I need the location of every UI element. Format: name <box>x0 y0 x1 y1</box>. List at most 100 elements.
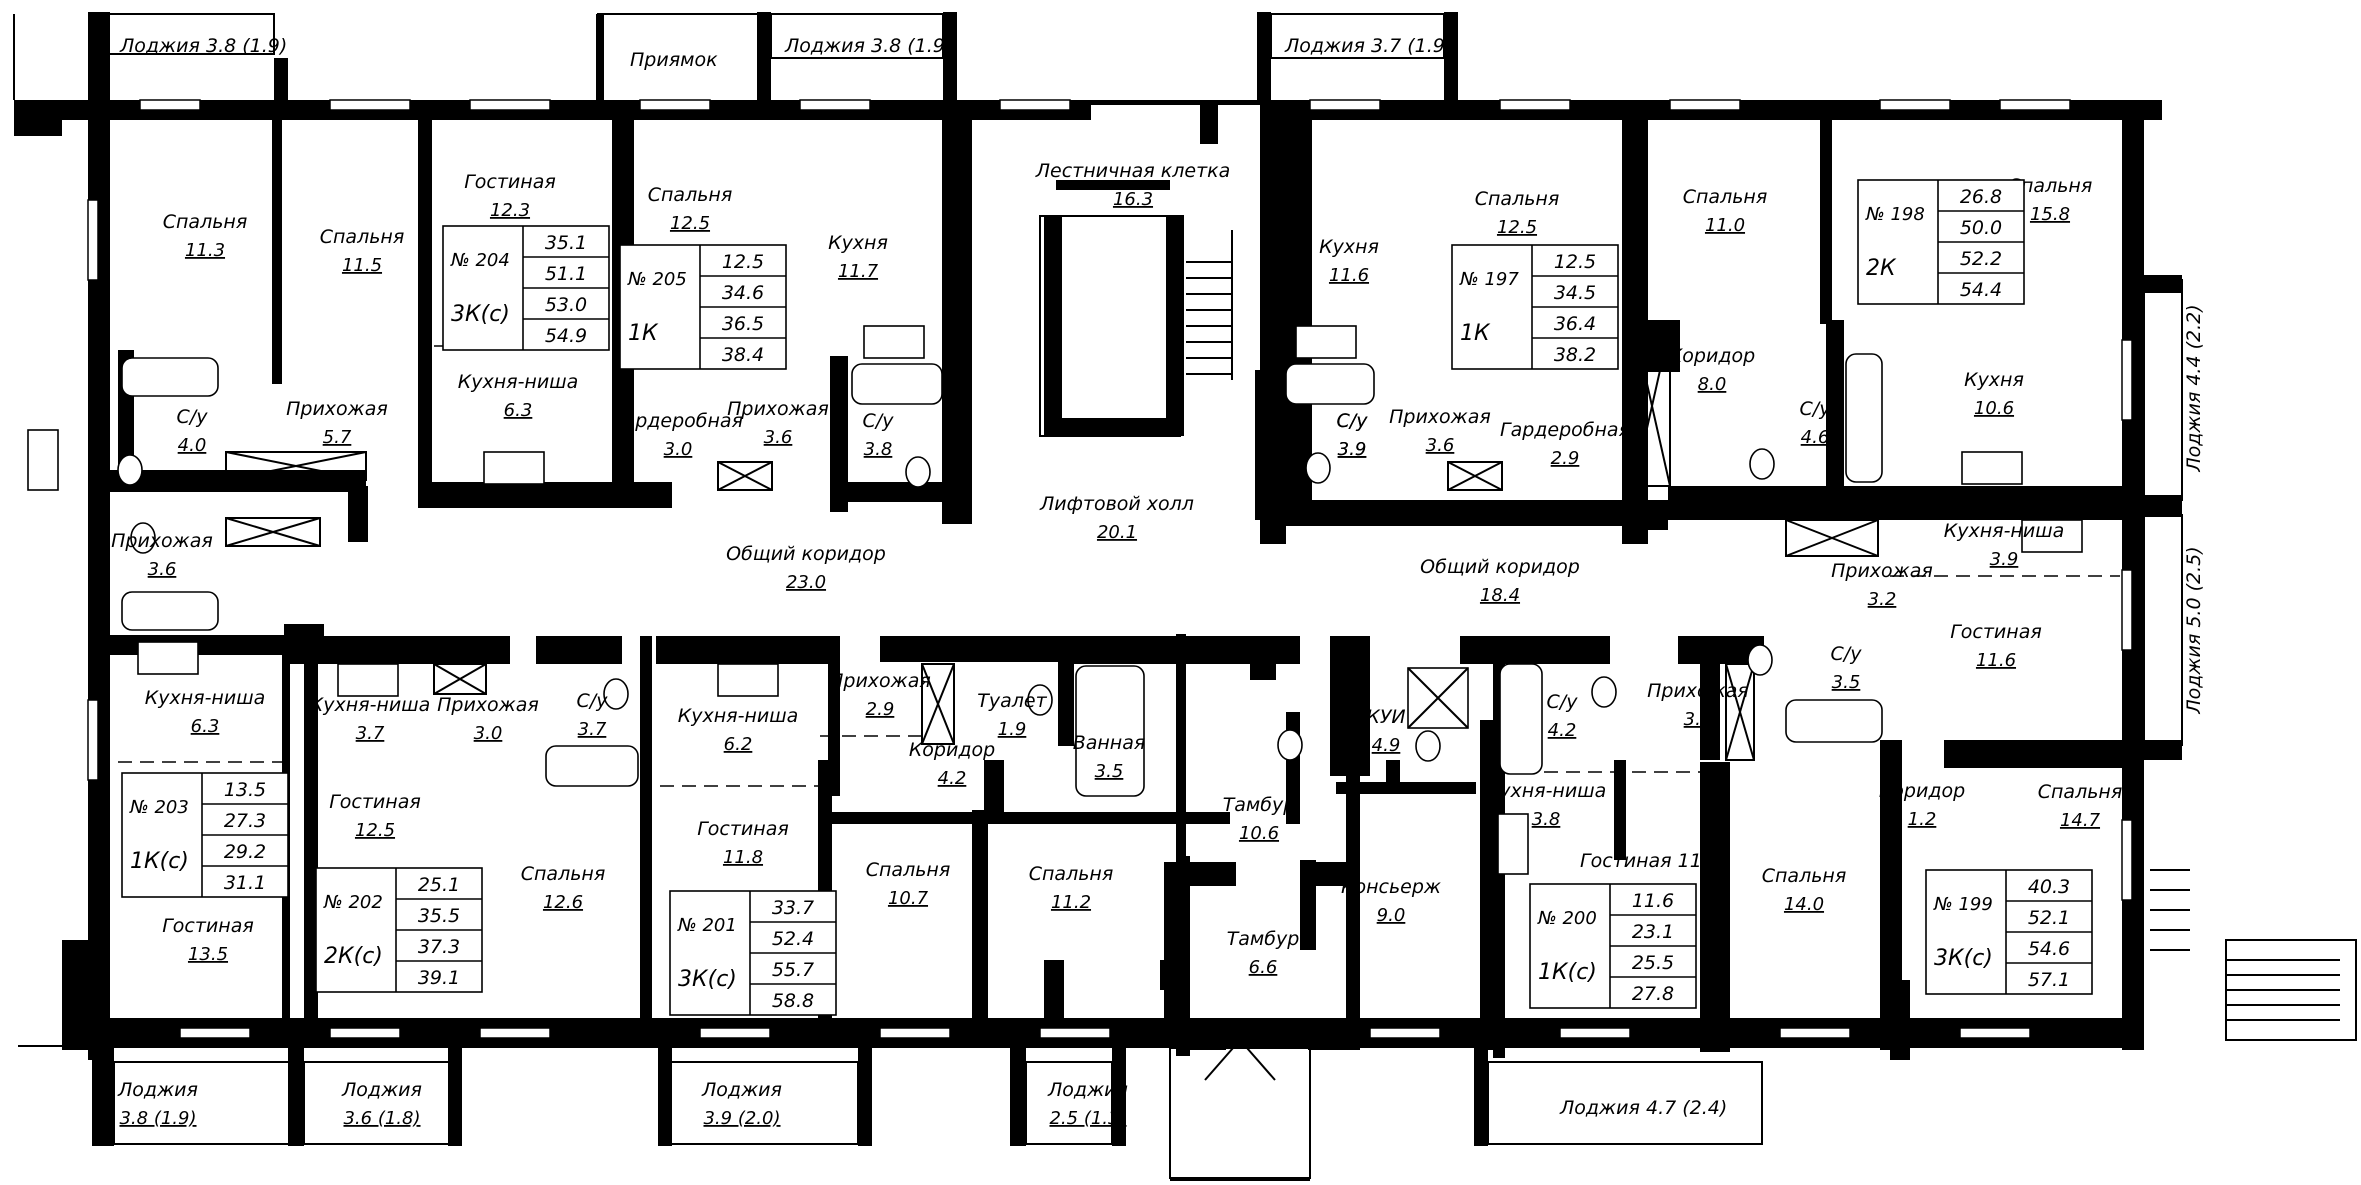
room-name: Лоджия 4.4 (2.2) <box>2183 304 2205 472</box>
apartment-number: № 199 <box>1933 894 1993 915</box>
room-area: 18.4 <box>1480 585 1520 606</box>
bath-icon <box>121 357 219 397</box>
apartment-type: 1К(с) <box>130 849 189 874</box>
apartment-area-value: 57.1 <box>2028 969 2070 991</box>
room-name: Кухня-ниша <box>1944 520 2065 542</box>
apartment-area-value: 37.3 <box>418 936 460 958</box>
apartment-area-value: 52.2 <box>1960 248 2002 270</box>
room-name: Приямок <box>630 49 718 71</box>
room-name: Лоджия <box>1047 1079 1128 1101</box>
toilet-icon <box>1749 448 1775 480</box>
room-name: Спальня <box>1762 865 1847 887</box>
room-area: 4.2 <box>938 768 967 789</box>
room-name: Спальня <box>2008 175 2093 197</box>
apartment-area-value: 58.8 <box>772 990 814 1012</box>
room-area: 1.2 <box>1908 809 1937 830</box>
toilet-icon <box>1305 452 1331 484</box>
room-area: 3.6 <box>1426 435 1455 456</box>
apartment-number: № 201 <box>677 915 737 936</box>
room-area: 14.7 <box>2060 810 2101 831</box>
room-name: Гостиная 11.6 <box>1580 850 1720 872</box>
room-name: Прихожая <box>286 398 388 420</box>
room-label: Лоджия 3.8 (1.9) <box>119 35 287 57</box>
room-area: 3.0 <box>664 439 693 460</box>
room-area: 13.5 <box>188 944 228 965</box>
apartment-area-value: 27.3 <box>224 810 266 832</box>
room-area: 14.0 <box>1784 894 1824 915</box>
room-area: 1.9 <box>998 719 1027 740</box>
toilet-icon <box>1415 730 1441 762</box>
room-name: Коридор <box>909 739 995 761</box>
room-label: С/у3.5 <box>1831 643 1863 693</box>
bath-icon <box>1285 363 1375 405</box>
outer-stair <box>2150 869 2340 1021</box>
room-name: С/у <box>1800 398 1832 420</box>
room-name: Коридор <box>1879 780 1965 802</box>
apartment-area-value: 27.8 <box>1632 983 1674 1005</box>
stove-icon <box>863 325 925 359</box>
room-name: Лоджия <box>701 1079 782 1101</box>
room-label: Лоджия 3.7 (1.9) <box>1284 35 1452 57</box>
room-name: Кухня <box>828 232 888 254</box>
room-name: Спальня <box>163 211 248 233</box>
room-area: 6.3 <box>191 716 220 737</box>
room-name: С/у <box>177 406 209 428</box>
room-area: 3.0 <box>474 723 503 744</box>
apartment-area-value: 50.0 <box>1960 217 2002 239</box>
bath-icon <box>851 363 943 405</box>
apartment-area-value: 31.1 <box>224 872 266 894</box>
toilet-icon <box>905 456 931 488</box>
room-name: Спальня <box>320 226 405 248</box>
apartment-area-value: 12.5 <box>1554 251 1596 273</box>
thin-lines <box>13 13 2357 1181</box>
room-area: 3.6 <box>764 427 793 448</box>
apartment-number: № 202 <box>323 892 383 913</box>
room-name: Коридор <box>1669 345 1755 367</box>
room-label: Общий коридор 18.4 <box>1420 556 1580 606</box>
apartment-number: № 198 <box>1865 204 1925 225</box>
room-name: Спальня <box>1683 186 1768 208</box>
room-name: Общий коридор <box>1420 556 1580 578</box>
room-name: Кухня <box>1319 236 1379 258</box>
apartment-area-value: 33.7 <box>772 897 814 919</box>
room-name: С/у <box>1547 691 1579 713</box>
room-name: Лоджия 3.8 (1.9) <box>784 35 952 57</box>
room-name: С/у <box>577 690 609 712</box>
room-name: С/у <box>1337 410 1369 432</box>
room-name: Лоджия 4.7 (2.4) <box>1559 1097 1727 1119</box>
apartment-type: 2К <box>1866 256 1897 281</box>
room-area: 3.6 (1.8) <box>343 1108 420 1129</box>
room-name: КУИ <box>1366 706 1405 728</box>
bath-icon <box>1845 353 1883 483</box>
room-area: 4.0 <box>178 435 207 456</box>
apartment-number: № 204 <box>450 250 510 271</box>
room-name: Тамбур <box>1223 794 1296 816</box>
room-name: Гостиная <box>162 915 254 937</box>
room-area: 6.6 <box>1249 957 1278 978</box>
bath-icon <box>1499 663 1543 775</box>
room-area: 10.6 <box>1974 398 2014 419</box>
stove-icon <box>483 451 545 485</box>
room-name: Спальня <box>2038 781 2123 803</box>
stove-icon <box>2021 519 2083 553</box>
room-name: Прихожая <box>829 670 931 692</box>
room-area: 12.5 <box>355 820 395 841</box>
